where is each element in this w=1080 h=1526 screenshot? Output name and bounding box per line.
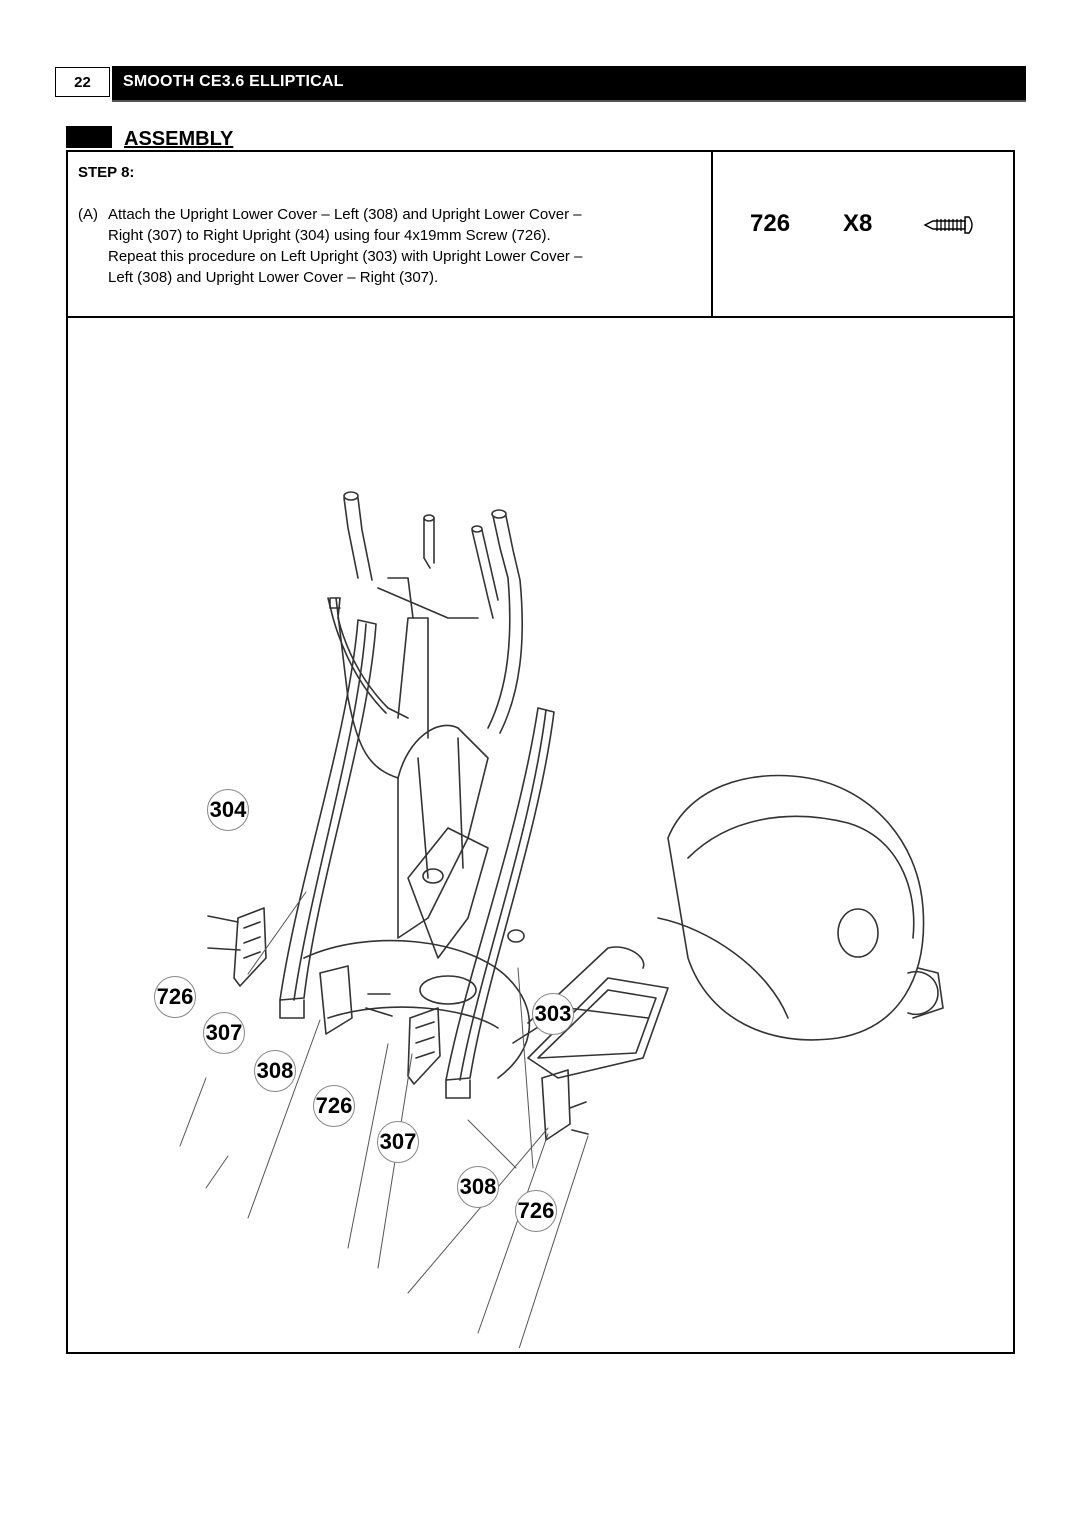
callout-726-c: 726 (515, 1190, 557, 1232)
cover-308-left (541, 1069, 571, 1141)
callout-303: 303 (532, 993, 574, 1035)
hardware-quantity: X8 (843, 210, 873, 237)
callout-726-a: 726 (154, 976, 196, 1018)
step-label: STEP 8: (78, 164, 135, 181)
cover-308-right (319, 965, 353, 1035)
callout-308-b: 308 (457, 1166, 499, 1208)
step-line-1: (A)Attach the Upright Lower Cover – Left… (78, 206, 582, 223)
step-line-3: Repeat this procedure on Left Upright (3… (108, 248, 583, 265)
upright-303 (445, 707, 555, 1081)
upright-304 (279, 619, 377, 1001)
page-number: 22 (55, 67, 110, 97)
flywheel-housing (667, 774, 925, 1041)
hardware-part-code: 726 (750, 210, 791, 237)
callout-726-b: 726 (313, 1085, 355, 1127)
callout-304: 304 (207, 789, 249, 831)
step-item-tag: (A) (78, 206, 98, 223)
step-text: (A)Attach the Upright Lower Cover – Left… (78, 204, 698, 288)
step-line-4: Left (308) and Upright Lower Cover – Rig… (108, 269, 439, 286)
assembly-diagram (179, 491, 944, 1348)
instruction-row: STEP 8: (A)Attach the Upright Lower Cove… (68, 152, 1013, 318)
callout-308-a: 308 (254, 1050, 296, 1092)
screws-726 (207, 915, 589, 1135)
callout-307-b: 307 (377, 1121, 419, 1163)
section-marker (66, 126, 112, 148)
cover-307-left (407, 1007, 441, 1085)
section-title: ASSEMBLY (124, 128, 234, 150)
handlebar-right (487, 515, 511, 729)
title-bar (112, 66, 1026, 102)
page-header: 22 SMOOTH CE3.6 ELLIPTICAL (55, 66, 1026, 102)
column-divider (711, 152, 713, 316)
step-line-2: Right (307) to Right Upright (304) using… (108, 227, 551, 244)
section-heading: ASSEMBLY (66, 126, 1015, 152)
instruction-frame: STEP 8: (A)Attach the Upright Lower Cove… (66, 150, 1015, 1354)
cover-307-right (233, 907, 267, 987)
callout-307-a: 307 (203, 1012, 245, 1054)
screw-icon (923, 216, 973, 234)
document-title: SMOOTH CE3.6 ELLIPTICAL (123, 73, 344, 90)
